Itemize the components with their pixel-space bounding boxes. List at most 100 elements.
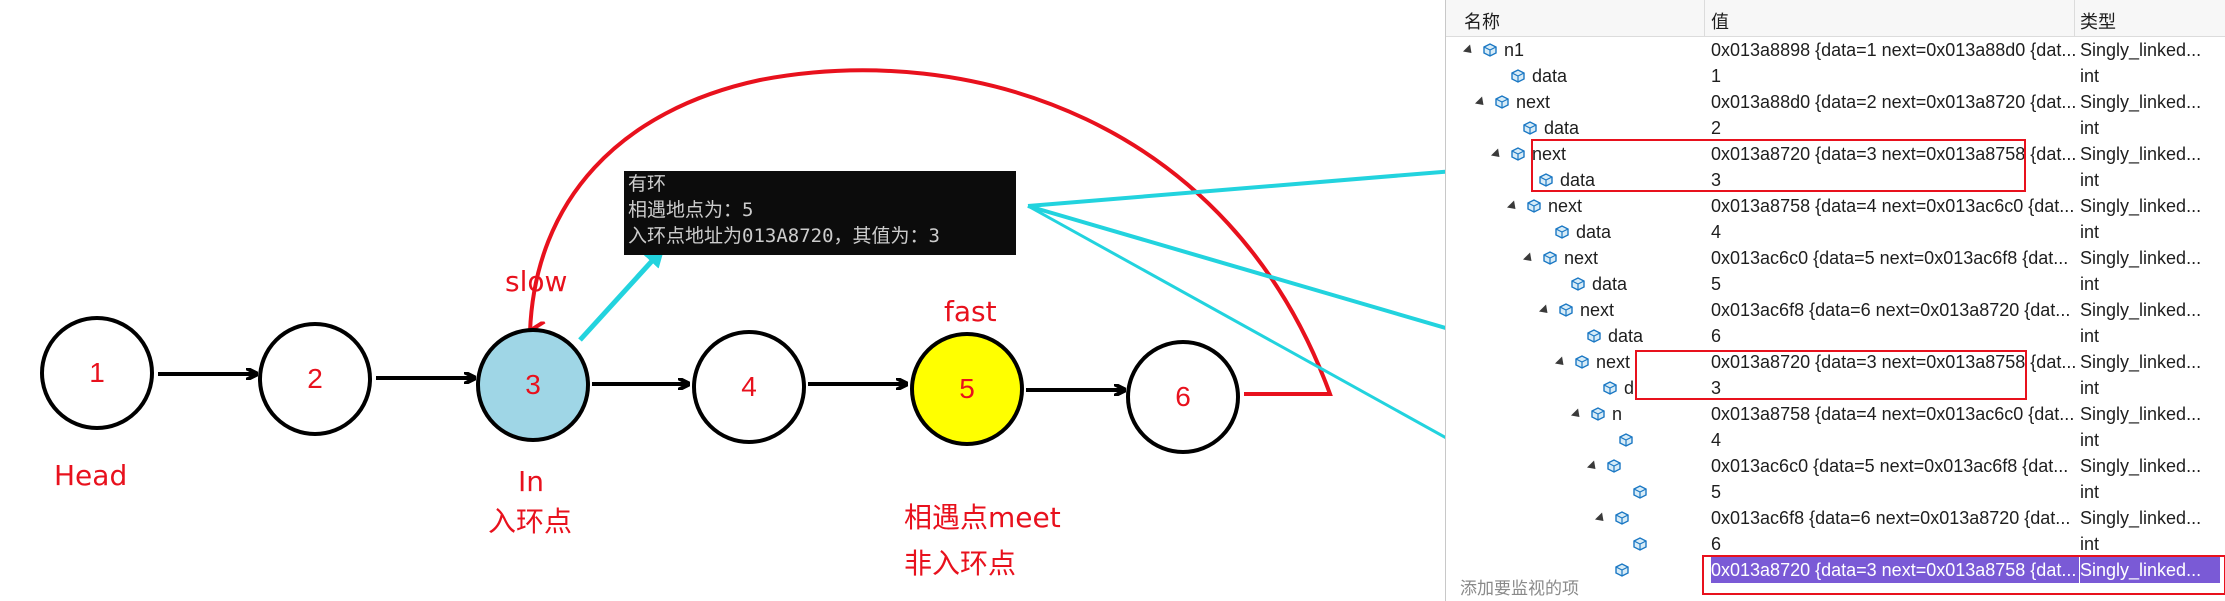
watch-row[interactable]: next 0x013a88d0 {data=2 next=0x013a8720 {…	[1446, 89, 2225, 115]
collapse-triangle-icon[interactable]	[1462, 43, 1476, 57]
add-watch-item[interactable]: 添加要监视的项	[1446, 577, 2225, 601]
watch-row-name-text: next	[1564, 248, 1599, 268]
field-cube-icon	[1494, 95, 1510, 109]
watch-row-name: data	[1492, 63, 1567, 89]
watch-row-value[interactable]: 5	[1711, 274, 1722, 294]
watch-row-value[interactable]: 0x013ac6c0 {data=5 next=0x013ac6f8 {dat.…	[1711, 248, 2069, 268]
watch-row-type: Singly_linked...	[2080, 456, 2202, 476]
watch-row-name: next	[1490, 141, 1567, 167]
watch-row-value[interactable]: 0x013a8758 {data=4 next=0x013ac6c0 {dat.…	[1711, 404, 2075, 424]
column-value-header[interactable]: 值	[1711, 12, 1729, 32]
watch-row-value[interactable]: 0x013ac6c0 {data=5 next=0x013ac6f8 {dat.…	[1711, 456, 2069, 476]
collapse-triangle-icon[interactable]	[1570, 407, 1584, 421]
column-divider[interactable]	[2074, 0, 2075, 36]
watch-row[interactable]: next 0x013a8720 {data=3 next=0x013a8758 {…	[1446, 141, 2225, 167]
watch-row[interactable]: next 0x013ac6c0 {data=5 next=0x013ac6f8 {…	[1446, 245, 2225, 271]
watch-row-name-text: data	[1532, 66, 1568, 86]
watch-row-value[interactable]: 2	[1711, 118, 1722, 138]
watch-row-value[interactable]: 6	[1711, 534, 1722, 554]
field-cube-icon	[1632, 537, 1648, 551]
watch-row-value[interactable]: 0x013ac6f8 {data=6 next=0x013a8720 {dat.…	[1711, 508, 2071, 528]
column-name-header[interactable]: 名称	[1464, 12, 1500, 32]
watch-row-value[interactable]: 0x013a8898 {data=1 next=0x013a88d0 {dat.…	[1711, 40, 2077, 60]
watch-row-value[interactable]: 4	[1711, 430, 1722, 450]
collapse-triangle-icon[interactable]	[1490, 147, 1504, 161]
watch-row-value[interactable]: 0x013a8720 {data=3 next=0x013a8758 {dat.…	[1711, 557, 2079, 583]
watch-row-name	[1596, 557, 1636, 583]
column-type-header[interactable]: 类型	[2080, 12, 2116, 32]
watch-header: 名称 值 类型	[1446, 0, 2225, 37]
watch-row-name: next	[1474, 89, 1550, 115]
watch-row-type: int	[2080, 274, 2100, 294]
watch-row[interactable]: data 1 int	[1446, 63, 2225, 89]
watch-row-type: int	[2080, 66, 2100, 86]
watch-row-value[interactable]: 6	[1711, 326, 1722, 346]
collapse-triangle-icon[interactable]	[1594, 511, 1608, 525]
collapse-triangle-icon[interactable]	[1538, 303, 1552, 317]
watch-row-name	[1614, 479, 1654, 505]
watch-row-name	[1586, 453, 1628, 479]
watch-row-selected[interactable]: 0x013a8720 {data=3 next=0x013a8758 {dat.…	[1446, 557, 2225, 583]
node-6-label: 6	[1175, 381, 1191, 412]
watch-row-name-text: next	[1532, 144, 1567, 164]
watch-row-name: data	[1536, 219, 1611, 245]
watch-row-name-text: data	[1560, 170, 1596, 190]
node-5-label: 5	[959, 373, 975, 404]
watch-row-name-text: next	[1548, 196, 1583, 216]
watch-row[interactable]: next 0x013a8758 {data=4 next=0x013ac6c0 {…	[1446, 193, 2225, 219]
watch-row[interactable]: 0x013ac6f8 {data=6 next=0x013a8720 {dat.…	[1446, 505, 2225, 531]
fast-label: fast	[944, 295, 997, 328]
watch-row-value[interactable]: 1	[1711, 66, 1722, 86]
field-cube-icon	[1510, 69, 1526, 83]
field-cube-icon	[1526, 199, 1542, 213]
watch-row-type: int	[2080, 222, 2100, 242]
console-line-2: 相遇地点为：5	[628, 199, 754, 221]
watch-row-value[interactable]: 3	[1711, 378, 1722, 398]
highlight-box-row-loop	[1635, 350, 2027, 400]
node-4-label: 4	[741, 371, 757, 402]
field-cube-icon	[1510, 147, 1526, 161]
watch-row-value[interactable]: 0x013a88d0 {data=2 next=0x013a8720 {dat.…	[1711, 92, 2077, 112]
watch-row-value[interactable]: 3	[1711, 170, 1722, 190]
collapse-triangle-icon[interactable]	[1474, 95, 1488, 109]
watch-row-value[interactable]: 0x013ac6f8 {data=6 next=0x013a8720 {dat.…	[1711, 300, 2071, 320]
watch-row-value[interactable]: 0x013a8720 {data=3 next=0x013a8758 {dat.…	[1711, 352, 2077, 372]
watch-row-value[interactable]: 4	[1711, 222, 1722, 242]
meet-label: 相遇点meet	[904, 501, 1061, 534]
column-divider[interactable]	[1704, 0, 1705, 36]
watch-row-type: Singly_linked...	[2080, 404, 2202, 424]
highlight-box-row-next3	[1531, 139, 2026, 192]
watch-row-value[interactable]: 5	[1711, 482, 1722, 502]
watch-row-name	[1600, 427, 1640, 453]
field-cube-icon	[1482, 43, 1498, 57]
watch-row-type: int	[2080, 482, 2100, 502]
watch-row-value[interactable]: 0x013a8720 {data=3 next=0x013a8758 {dat.…	[1711, 144, 2077, 164]
watch-row[interactable]: 5 int	[1446, 479, 2225, 505]
collapse-triangle-icon[interactable]	[1506, 199, 1520, 213]
collapse-triangle-icon[interactable]	[1522, 251, 1536, 265]
watch-row[interactable]: data 4 int	[1446, 219, 2225, 245]
watch-row-value[interactable]: 0x013a8758 {data=4 next=0x013ac6c0 {dat.…	[1711, 196, 2075, 216]
watch-row-name: next	[1506, 193, 1583, 219]
field-cube-icon	[1538, 173, 1554, 187]
collapse-triangle-icon[interactable]	[1586, 459, 1600, 473]
field-cube-icon	[1590, 407, 1606, 421]
watch-row[interactable]: 0x013ac6c0 {data=5 next=0x013ac6f8 {dat.…	[1446, 453, 2225, 479]
collapse-triangle-icon[interactable]	[1554, 355, 1568, 369]
watch-row-name-text: data	[1576, 222, 1612, 242]
field-cube-icon	[1542, 251, 1558, 265]
linked-list-diagram: 1 2 3 4 5 6 Head slow fast In 入环点 相遇点mee…	[40, 68, 1445, 578]
